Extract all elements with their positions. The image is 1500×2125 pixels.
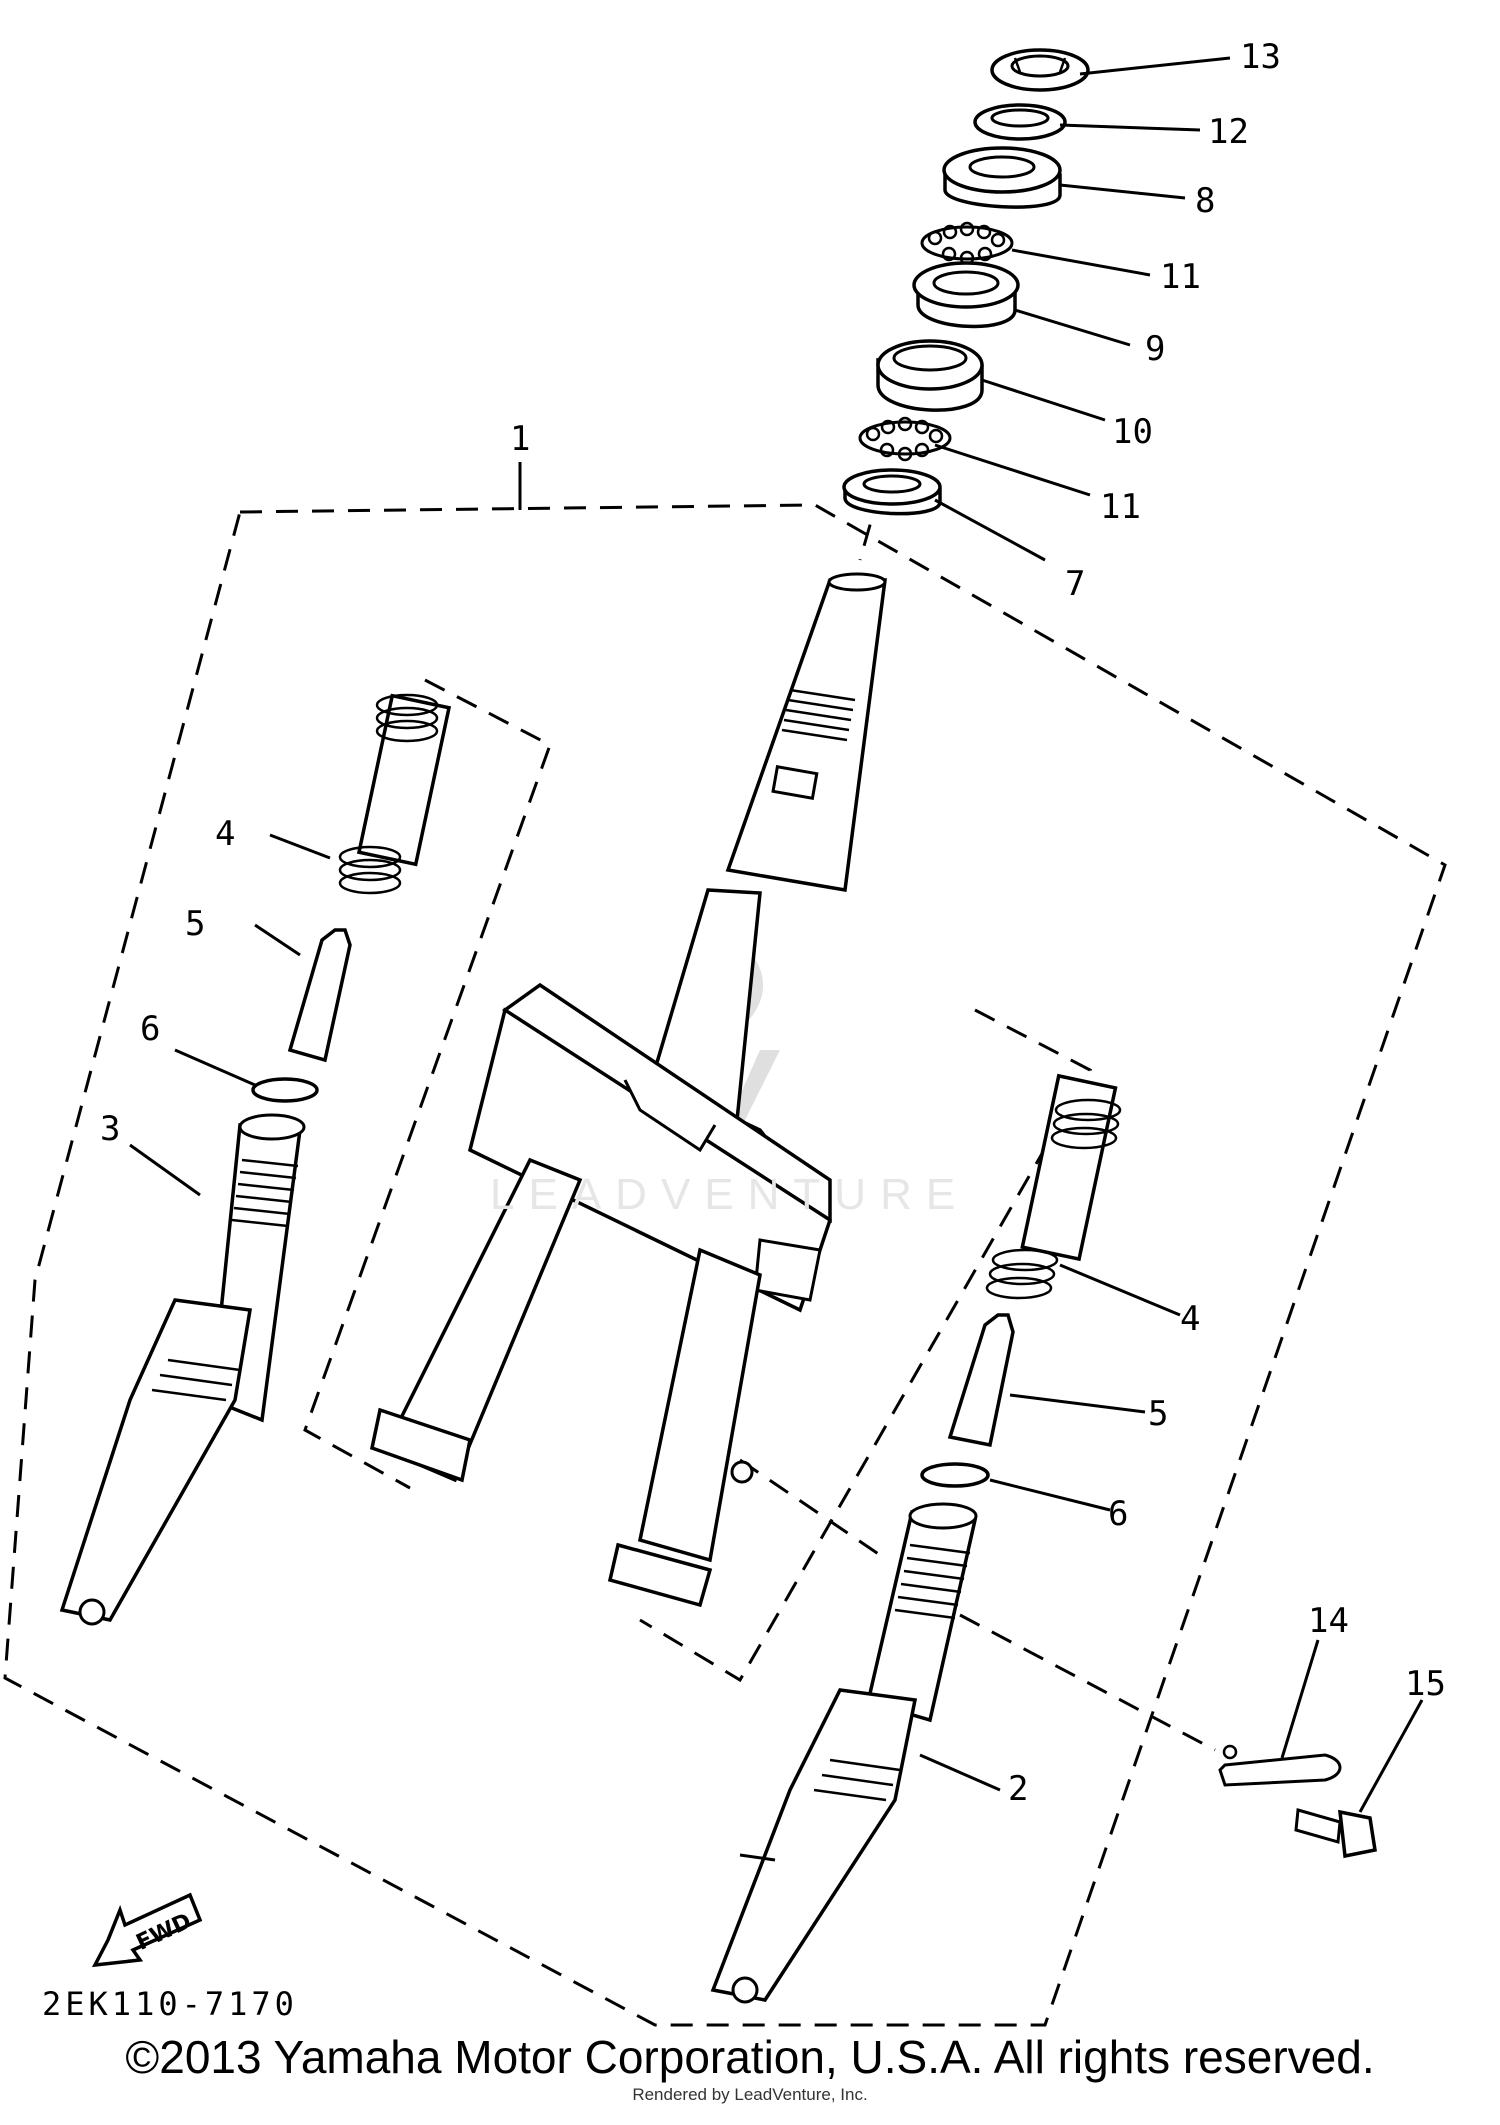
callout-9: 9	[1145, 329, 1165, 369]
diagram-code: 2EK110-7170	[42, 1985, 298, 2023]
fwd-direction-arrow: FWD	[91, 1892, 203, 1968]
part-7-dust-seal	[842, 468, 942, 516]
right-fork-spring-4	[985, 1073, 1122, 1300]
callout-1: 1	[510, 419, 530, 459]
left-fork-spacer-5	[287, 928, 352, 1063]
callout-8: 8	[1195, 181, 1215, 221]
callout-12: 12	[1208, 112, 1249, 152]
part-12-washer	[973, 103, 1067, 141]
callout-2: 2	[1008, 1769, 1028, 1809]
callout-6-left: 6	[140, 1009, 160, 1049]
callout-3: 3	[100, 1109, 120, 1149]
watermark-text: LEADVENTURE	[490, 1170, 970, 1219]
bracket-left-tube	[369, 1157, 583, 1483]
callout-4-right: 4	[1180, 1299, 1200, 1339]
right-fork-leg-2	[710, 1502, 978, 2004]
callout-11-upper: 11	[1160, 257, 1201, 297]
part-9-ball-race	[912, 261, 1020, 329]
steering-stem-upper	[725, 572, 887, 893]
callout-5-left: 5	[185, 904, 205, 944]
callout-13: 13	[1240, 37, 1281, 77]
callout-labels: 13 12 8 11 9 10 11 7 1 4 5 6 3 4 5 6 2 1…	[100, 37, 1446, 1809]
under-bracket	[467, 982, 832, 1313]
part-14-clip	[1218, 1744, 1342, 1787]
callout-7: 7	[1065, 564, 1085, 604]
part-11-bearing-balls-lower	[858, 416, 952, 462]
left-fork-washer-6	[251, 1077, 319, 1103]
callout-14: 14	[1308, 1601, 1349, 1641]
callout-6-right: 6	[1108, 1494, 1128, 1534]
left-fork-leg-3	[59, 1113, 306, 1626]
assembly-boundary	[3, 503, 1447, 2027]
callout-leaders	[129, 56, 1424, 1813]
callout-5-right: 5	[1148, 1394, 1168, 1434]
callout-4-left: 4	[215, 814, 235, 854]
rendered-by-credit: Rendered by LeadVenture, Inc.	[632, 2085, 868, 2104]
part-13-ring-nut	[990, 48, 1090, 92]
right-fork-washer-6	[920, 1462, 990, 1488]
part-15-bolt	[1294, 1808, 1377, 1859]
right-fork-spacer-5	[947, 1313, 1015, 1448]
part-11-bearing-balls-upper	[920, 221, 1014, 266]
copyright-notice: ©2013 Yamaha Motor Corporation, U.S.A. A…	[125, 2031, 1375, 2083]
callout-15: 15	[1405, 1664, 1446, 1704]
part-10-ball-race	[876, 339, 984, 412]
left-fork-spring-4	[338, 693, 452, 895]
callout-11-lower: 11	[1100, 487, 1141, 527]
callout-10: 10	[1112, 412, 1153, 452]
bracket-right-tube	[607, 1247, 762, 1608]
part-8-ball-race	[942, 146, 1062, 209]
